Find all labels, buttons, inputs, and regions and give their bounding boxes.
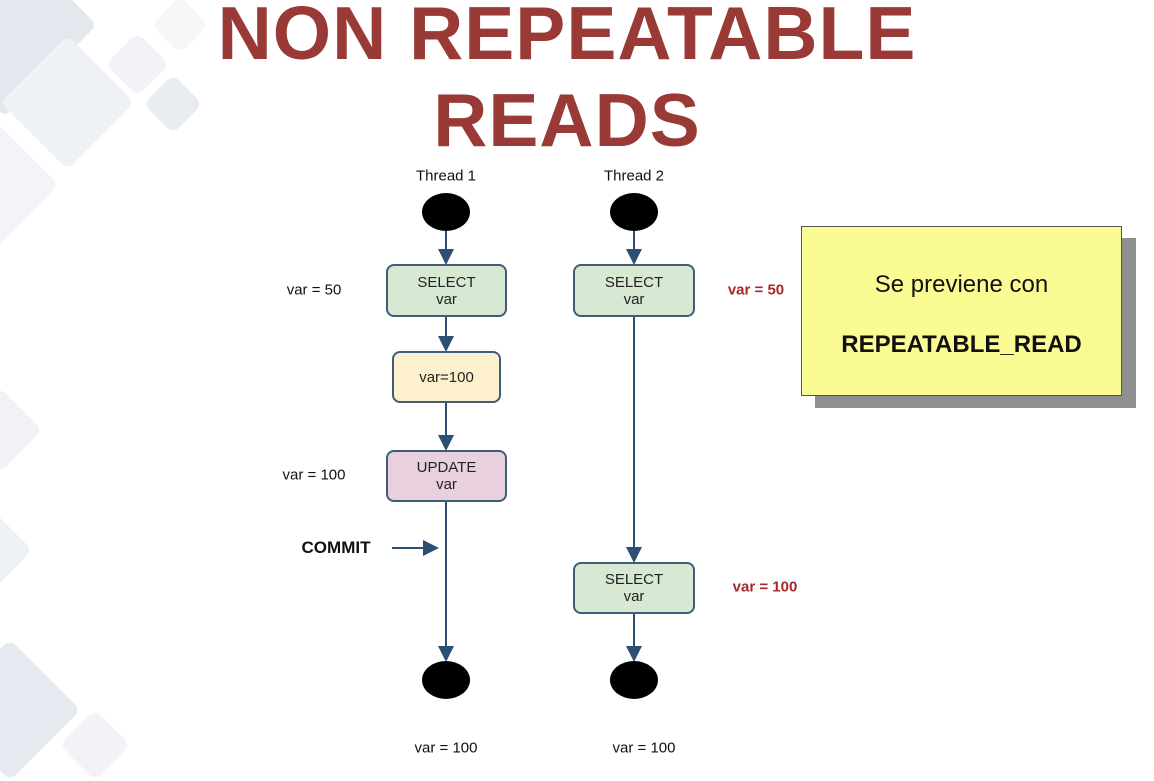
thread2-start-node bbox=[610, 193, 658, 231]
thread1-end-node bbox=[422, 661, 470, 699]
note-text: Se previene con bbox=[874, 271, 1049, 298]
thread2-select-box: SELECT var bbox=[573, 264, 695, 317]
box-line2: var bbox=[623, 290, 645, 308]
slide-title-line1: NON REPEATABLE bbox=[217, 0, 917, 75]
thread1-label: Thread 1 bbox=[415, 167, 477, 185]
thread1-select-box: SELECT var bbox=[386, 264, 507, 317]
box-line1: var=100 bbox=[419, 368, 474, 386]
box-line2: var bbox=[436, 290, 457, 308]
thread2-label: Thread 2 bbox=[603, 167, 665, 185]
box-line2: var bbox=[623, 588, 645, 605]
thread2-select2-box: SELECT var bbox=[573, 562, 695, 614]
box-line1: SELECT bbox=[604, 273, 664, 291]
thread2-select1-value: var = 50 bbox=[727, 281, 785, 299]
thread1-start-node bbox=[422, 193, 470, 231]
thread1-assign-box: var=100 bbox=[392, 351, 501, 403]
box-line2: var bbox=[436, 476, 457, 493]
thread1-select-value: var = 50 bbox=[286, 281, 342, 299]
thread1-final-value: var = 100 bbox=[414, 739, 478, 757]
box-line1: SELECT bbox=[604, 571, 664, 588]
note-isolation-level: REPEATABLE_READ bbox=[841, 331, 1082, 358]
thread1-update-box: UPDATE var bbox=[386, 450, 507, 502]
thread2-end-node bbox=[610, 661, 658, 699]
thread1-update-value: var = 100 bbox=[282, 466, 346, 484]
box-line1: SELECT bbox=[417, 273, 476, 291]
thread2-select2-value: var = 100 bbox=[732, 578, 798, 596]
prevention-note: Se previene con REPEATABLE_READ bbox=[801, 226, 1122, 396]
thread2-final-value: var = 100 bbox=[612, 739, 676, 757]
box-line1: UPDATE bbox=[416, 459, 477, 476]
slide-title-line2: READS bbox=[433, 78, 701, 162]
commit-label: COMMIT bbox=[301, 538, 371, 557]
